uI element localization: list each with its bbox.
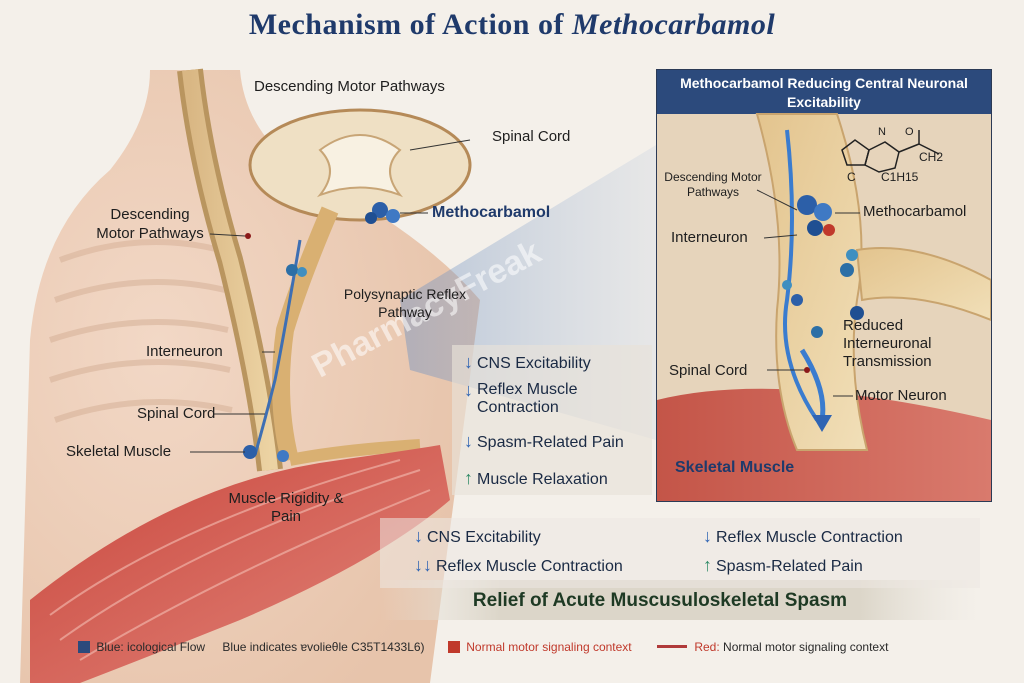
- bottom-effect-cns: ↓CNS Excitability: [414, 526, 541, 546]
- double-down-arrow-icon: ↓↓: [414, 555, 432, 575]
- legend-red-label: Red:: [694, 640, 720, 654]
- chem-atom-c: C: [847, 170, 856, 184]
- label-descending-motor-top: Descending Motor Pathways: [254, 78, 445, 95]
- label-methocarbamol: Methocarbamol: [432, 204, 551, 221]
- down-arrow-icon: ↓: [464, 352, 473, 372]
- inset-label-interneuron: Interneuron: [671, 229, 748, 246]
- down-arrow-icon: ↓: [464, 380, 473, 400]
- effect-muscle-relaxation: ↑Muscle Relaxation: [464, 468, 608, 488]
- down-arrow-icon: ↓: [464, 431, 473, 451]
- skeletal-muscle-shape: [30, 445, 450, 683]
- bottom-effect-spasm-pain: ↑Spasm-Related Pain: [703, 555, 863, 575]
- relief-banner: Relief of Acute Muscusuloskeletal Spasm: [472, 590, 848, 611]
- inset-label-reduced-transmission: Reduced Interneuronal Transmission: [843, 317, 932, 370]
- label-descending-motor-left: Descending Motor Pathways: [96, 206, 204, 242]
- bottom-effect-reflex: ↓↓Reflex Muscle Contraction: [414, 555, 623, 575]
- title-text: Mechanism of Action of: [248, 8, 564, 41]
- chem-atom-n: N: [878, 126, 886, 138]
- drug-molecules: [243, 202, 400, 462]
- legend-blue-desc: Blue indicates ɐvolieθle C35T1433L6): [222, 640, 425, 654]
- page-title: Mechanism of Action of Methocarbamol: [0, 8, 1024, 42]
- legend-red-text: Normal motor signaling context: [723, 640, 889, 654]
- title-drug-name: Methocarbamol: [571, 8, 776, 41]
- effect-cns-excitability: ↓CNS Excitability: [464, 352, 591, 372]
- inset-label-spinal-cord: Spinal Cord: [669, 362, 748, 379]
- inset-label-motor-neuron: Motor Neuron: [855, 387, 947, 404]
- red-line-icon: [656, 645, 687, 648]
- label-spinal-cord-top: Spinal Cord: [492, 128, 571, 145]
- effects-panel: [452, 345, 652, 495]
- legend-red-box-text: Normal motor signaling context: [466, 640, 632, 654]
- legend-blue-label: Blue: icological Flow: [96, 640, 206, 654]
- label-spinal-cord: Spinal Cord: [137, 405, 216, 422]
- up-arrow-icon: ↑: [464, 468, 473, 488]
- inset-label-methocarbamol: Methocarbamol: [863, 203, 967, 220]
- chem-group-ch2: CH2: [919, 150, 944, 164]
- chem-group-c1h15: C1H15: [881, 170, 919, 184]
- label-skeletal-muscle: Skeletal Muscle: [66, 443, 172, 460]
- label-muscle-rigidity: Muscle Rigidity & Pain: [228, 490, 344, 525]
- label-interneuron: Interneuron: [146, 343, 223, 360]
- legend: Blue: icological Flow Blue indicates ɐvo…: [78, 640, 978, 658]
- blue-swatch-icon: [78, 641, 90, 653]
- down-arrow-icon: ↓: [414, 526, 423, 546]
- effect-reflex-contraction: ↓Reflex Muscle Contraction: [464, 380, 578, 416]
- inset-label-descending: Descending Motor Pathways: [664, 170, 762, 199]
- effect-spasm-pain: ↓Spasm-Related Pain: [464, 431, 624, 451]
- red-swatch-icon: [447, 641, 460, 653]
- label-polysynaptic-pathway: Polysynaptic Reflex Pathway: [343, 286, 467, 320]
- signal-pathway: [253, 239, 302, 456]
- bottom-effects-bg: [380, 518, 980, 588]
- chem-atom-o: O: [905, 126, 914, 138]
- inset-illustration: [657, 113, 991, 501]
- inset-label-skeletal-muscle: Skeletal Muscle: [675, 459, 795, 476]
- leader-lines: [190, 139, 471, 453]
- ribs: [49, 239, 233, 423]
- bottom-effect-reflex-right: ↓Reflex Muscle Contraction: [703, 526, 903, 546]
- up-arrow-icon: ↑: [703, 555, 712, 575]
- down-arrow-icon: ↓: [703, 526, 712, 546]
